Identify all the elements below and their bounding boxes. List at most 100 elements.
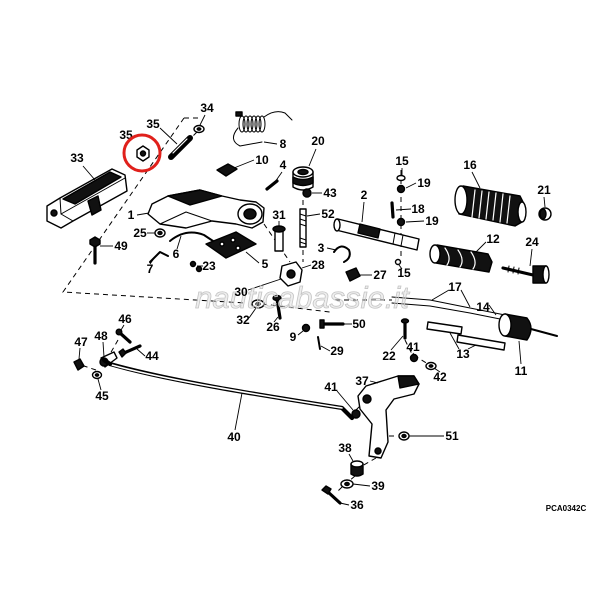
washer-hole — [401, 433, 407, 439]
callout-27: 27 — [373, 268, 387, 282]
part-25-washer — [154, 228, 166, 238]
leader-line-21 — [543, 196, 546, 208]
leader-line-12 — [475, 241, 487, 253]
callout-6: 6 — [173, 247, 180, 261]
leader-line-48 — [102, 341, 105, 358]
part-23-screws — [189, 260, 203, 273]
part-13-rods — [426, 321, 506, 351]
callout-41: 41 — [324, 380, 338, 394]
leader-line-45 — [97, 378, 102, 391]
leader-line-22 — [390, 335, 404, 351]
part-43-nut — [302, 188, 312, 198]
callout-21: 21 — [537, 183, 551, 197]
grip-end-left — [454, 185, 468, 215]
watermark-text: nauticabassie.it — [195, 280, 410, 315]
leader-line-33 — [82, 165, 96, 181]
leader-line-13b — [467, 344, 477, 350]
callout-7: 7 — [147, 262, 154, 276]
part-highlighted-nut — [136, 145, 150, 162]
leader-line-28 — [301, 264, 312, 269]
bushing-top — [350, 460, 364, 468]
bolt-head — [272, 225, 286, 233]
stud-threads — [299, 213, 307, 245]
part-38-bushing — [350, 460, 364, 477]
cylinder-end — [498, 313, 512, 337]
part-45-washer — [91, 370, 103, 380]
dashed-line-link — [83, 339, 119, 371]
callout-3: 3 — [318, 241, 325, 255]
highlight-circle — [122, 133, 162, 173]
callout-38: 38 — [338, 441, 352, 455]
callout-24: 24 — [525, 235, 539, 249]
callout-9: 9 — [290, 330, 297, 344]
callout-44: 44 — [145, 349, 159, 363]
callout-19: 19 — [425, 214, 439, 228]
part-35-pin — [168, 135, 193, 160]
part-6-wire — [169, 231, 214, 242]
clip — [345, 267, 361, 282]
grip-end — [429, 244, 441, 264]
part-47-clip — [73, 358, 85, 371]
screw-knob-end — [542, 265, 550, 284]
bushing-band — [292, 176, 314, 187]
leader-line-18 — [395, 208, 412, 211]
callout-16: 16 — [463, 158, 477, 172]
leader-line-13a — [449, 332, 460, 350]
part-12-throttle-grip — [429, 244, 493, 273]
callout-1: 1 — [128, 208, 135, 222]
leader-line-15-lower — [398, 264, 403, 270]
callout-22: 22 — [382, 349, 396, 363]
washer-hole — [344, 481, 350, 487]
lever-top-face — [397, 375, 420, 389]
screw — [122, 344, 142, 355]
leader-line-19-lower — [405, 220, 425, 223]
lever-hole-lower — [374, 447, 382, 455]
leader-line-10 — [233, 159, 255, 169]
part-16-grip — [454, 185, 527, 227]
part-2-throttle-shaft — [333, 218, 420, 251]
dashed-line-screw — [404, 339, 429, 365]
part-33-tiller-bracket — [46, 168, 128, 229]
cylinder-tip — [530, 328, 558, 337]
washer-hole — [94, 373, 100, 377]
callout-17: 17 — [448, 280, 462, 294]
wire — [169, 231, 214, 242]
arm-pivot-bore — [243, 208, 257, 220]
bolt-shank — [326, 490, 342, 505]
leader-line-16 — [471, 171, 481, 189]
callout-13: 13 — [456, 347, 470, 361]
callout-12: 12 — [486, 232, 500, 246]
part-3-hook — [333, 245, 351, 263]
leader-line-35 — [159, 127, 178, 145]
callout-42: 42 — [433, 370, 447, 384]
part-49-bolt — [89, 236, 101, 265]
leader-line-5 — [245, 251, 260, 264]
plate-hole — [230, 237, 236, 243]
callout-4: 4 — [280, 158, 287, 172]
bracket-edge — [59, 177, 126, 222]
part-29-screw — [317, 336, 321, 350]
callout-15: 15 — [395, 154, 409, 168]
leader-line-17b — [460, 289, 471, 308]
callout-43: 43 — [323, 186, 337, 200]
part-10-block — [216, 163, 238, 177]
grip-ribs — [471, 189, 511, 224]
hook — [333, 245, 351, 263]
dashed-line-lever-stack — [335, 457, 377, 494]
part-8-coiled-wire — [233, 111, 293, 147]
coil-loop — [246, 115, 254, 133]
leader-line-24 — [529, 248, 533, 267]
leader-line-3 — [326, 247, 337, 251]
leader-line-6 — [176, 235, 182, 250]
clip — [73, 358, 85, 371]
leader-line-52 — [306, 213, 321, 217]
cap-face — [539, 208, 547, 220]
leader-line-47 — [78, 347, 81, 360]
bolt-head — [115, 328, 123, 336]
leader-line-40 — [234, 392, 243, 431]
leader-line-9 — [297, 330, 304, 336]
callout-19: 19 — [417, 176, 431, 190]
washer-hole — [196, 127, 202, 131]
coil-loop — [250, 115, 258, 133]
callout-48: 48 — [94, 329, 108, 343]
